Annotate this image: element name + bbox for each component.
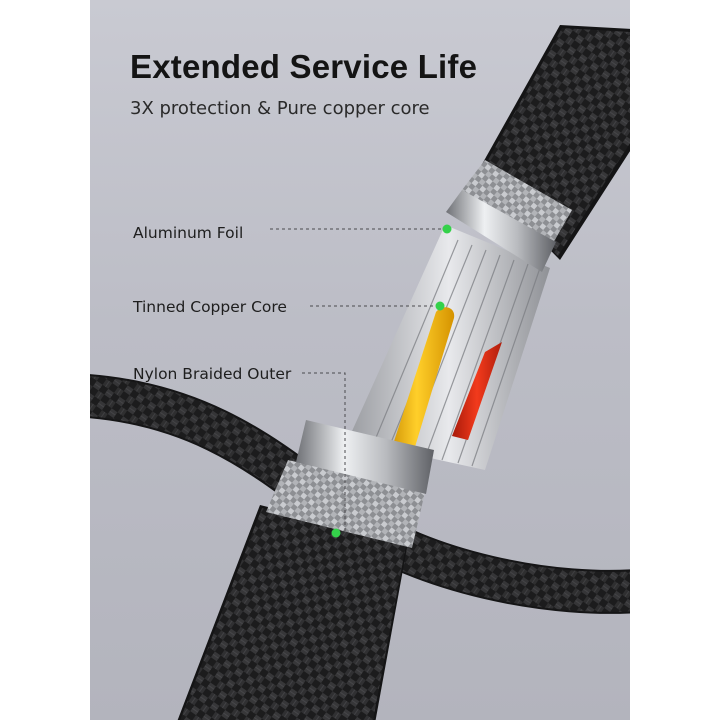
upper-foil-braid xyxy=(462,160,572,245)
page-title: Extended Service Life xyxy=(130,48,478,85)
product-image-frame: Extended Service Life 3X protection & Pu… xyxy=(90,0,630,720)
marker-aluminum-foil xyxy=(442,224,452,234)
marker-tinned-copper xyxy=(435,301,445,311)
copper-strand-bundle xyxy=(348,225,550,470)
callout-tinned-copper-core: Tinned Copper Core xyxy=(133,298,287,316)
upper-aluminum-band xyxy=(446,190,556,272)
marker-nylon-braided xyxy=(331,528,341,538)
lower-aluminum-band xyxy=(296,420,434,494)
callout-aluminum-foil: Aluminum Foil xyxy=(133,224,244,242)
callout-nylon-braided-outer: Nylon Braided Outer xyxy=(133,365,292,383)
red-wire xyxy=(452,342,502,440)
leader-line-nylon-braided xyxy=(302,372,346,532)
yellow-wire xyxy=(386,307,455,470)
cable-illustration xyxy=(90,25,630,720)
page-subtitle: 3X protection & Pure copper core xyxy=(130,98,430,119)
